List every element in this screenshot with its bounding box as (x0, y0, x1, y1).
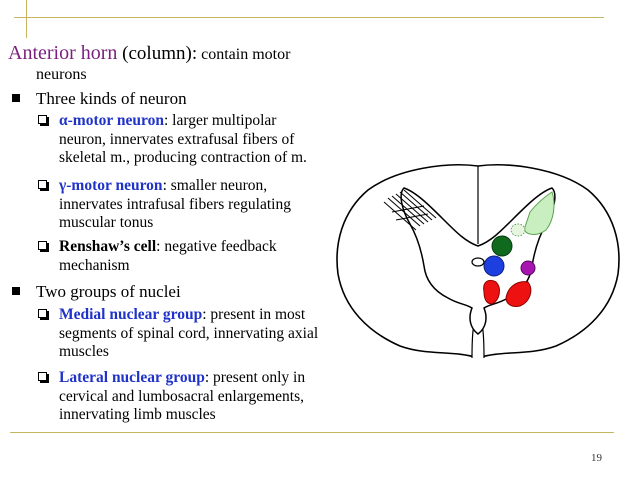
lateral-term: Lateral nuclear group (59, 369, 205, 386)
item-lateral-nuclear-group: Lateral nuclear group: present only in c… (38, 369, 349, 425)
dotted-region (510, 223, 526, 237)
renshaw-term: Renshaw’s cell (59, 238, 157, 255)
item-gamma-motor-neuron: γ-motor neuron: smaller neuron, innervat… (38, 177, 349, 233)
top-left-vertical-rule (26, 0, 27, 38)
bullet-three-kinds-text: Three kinds of neuron (36, 89, 187, 108)
alpha-line-1: : larger multipolar (163, 112, 277, 129)
light-green-region (523, 191, 555, 235)
gamma-line-2: innervates intrafusal fibers regulating (59, 195, 291, 213)
square-bullet-icon (12, 287, 20, 295)
title-desc-cont: neurons (36, 66, 87, 83)
bullet-two-groups-text: Two groups of nuclei (36, 282, 181, 301)
hollow-square-bullet-icon (38, 180, 47, 189)
alpha-term: α-motor neuron (59, 112, 164, 129)
red-nucleus-lateral (505, 281, 532, 307)
lateral-line-2: cervical and lumbosacral enlargements, (59, 387, 305, 405)
dark-green-nucleus (491, 235, 513, 257)
gamma-line-1: : smaller neuron, (162, 177, 268, 194)
medial-line-3: muscles (59, 343, 109, 361)
hollow-square-bullet-icon (38, 372, 47, 381)
blue-nucleus (483, 255, 505, 277)
hollow-square-bullet-icon (38, 115, 47, 124)
bottom-horizontal-rule (10, 432, 614, 433)
dorsal-root-fibers (383, 189, 437, 231)
medial-line-1: : present in most (202, 306, 306, 323)
lateral-line-3: innervating limb muscles (59, 406, 216, 424)
gamma-term: γ-motor neuron (59, 177, 163, 194)
renshaw-line-2: mechanism (59, 256, 130, 274)
alpha-line-3: skeletal m., producing contraction of m. (59, 149, 307, 167)
hollow-square-bullet-icon (38, 241, 47, 250)
bullet-three-kinds: Three kinds of neuron (12, 89, 187, 109)
square-bullet-icon (12, 94, 20, 102)
alpha-line-2: neuron, innervates extrafusal fibers of (59, 130, 295, 148)
page-number: 19 (591, 452, 602, 464)
red-nucleus-medial (483, 279, 500, 305)
gamma-line-3: muscular tonus (59, 214, 154, 232)
item-alpha-motor-neuron: α-motor neuron: larger multipolar neuron… (38, 112, 349, 168)
title-desc: contain motor (197, 46, 291, 63)
item-renshaw-cell: Renshaw’s cell: negative feedback mechan… (38, 238, 349, 275)
purple-nucleus (520, 260, 536, 276)
lateral-line-1: : present only in (204, 369, 306, 386)
medial-term: Medial nuclear group (59, 306, 203, 323)
slide-title: Anterior horn (column): contain motor (8, 42, 290, 66)
top-horizontal-rule (14, 17, 604, 18)
title-paren: (column): (117, 43, 198, 64)
bullet-two-groups: Two groups of nuclei (12, 282, 181, 302)
item-medial-nuclear-group: Medial nuclear group: present in most se… (38, 306, 349, 362)
hollow-square-bullet-icon (38, 309, 47, 318)
renshaw-line-1: : negative feedback (156, 238, 277, 255)
spinal-cord-cross-section (336, 164, 620, 358)
central-canal (471, 257, 485, 267)
title-term: Anterior horn (8, 42, 118, 64)
medial-line-2: segments of spinal cord, innervating axi… (59, 324, 319, 342)
